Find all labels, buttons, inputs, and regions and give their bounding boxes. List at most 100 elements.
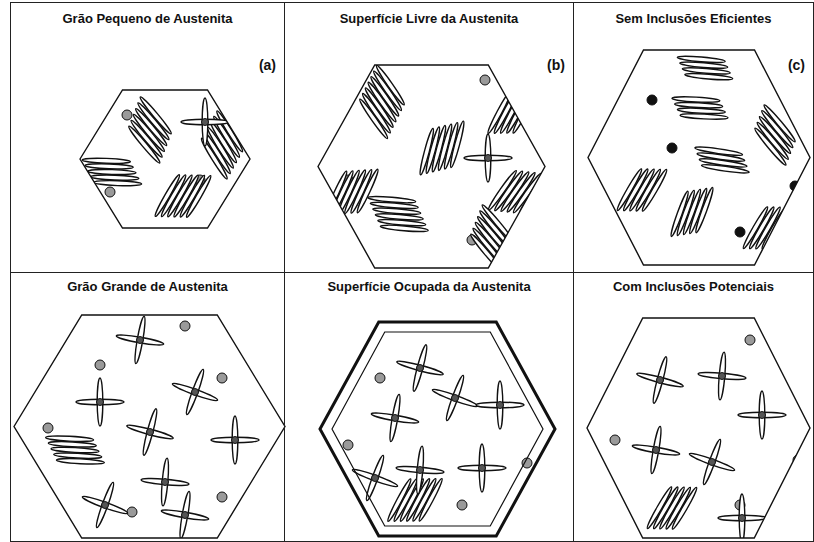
- panel-heading: Grão Pequeno de Austenita: [11, 11, 284, 27]
- nucleating-inclusion: [759, 412, 766, 419]
- inclusion-particle: [217, 492, 227, 502]
- bainite-plate: [766, 206, 794, 250]
- grain-boundary-layer: [332, 332, 543, 526]
- ferrite-needle: [717, 352, 727, 400]
- nucleating-inclusion: [719, 373, 726, 380]
- acicular-ferrite: [171, 368, 218, 415]
- ferrite-needle: [759, 391, 765, 439]
- acicular-ferrite: [141, 458, 189, 506]
- ferrite-needle: [411, 344, 429, 392]
- bainite-plate: [755, 121, 790, 161]
- panel-cell: Superfície Livre da Austenita(b): [284, 2, 574, 273]
- ferrite-needle: [464, 155, 512, 161]
- inclusion-particle: [610, 435, 620, 445]
- nucleating-inclusion: [739, 515, 746, 522]
- bainite-sheaf: [615, 168, 668, 213]
- inclusion-particle: [343, 440, 353, 450]
- bainite-plate: [129, 119, 164, 159]
- bainite-sheaf: [82, 158, 141, 187]
- panel-cell: Grão Pequeno de Austenita(a): [10, 2, 285, 273]
- ferrite-needle: [97, 378, 103, 426]
- nucleating-inclusion: [709, 459, 716, 466]
- austenite-grain: [80, 90, 250, 228]
- bainite-plate: [358, 98, 389, 140]
- bainite-plate: [88, 169, 136, 175]
- bainite-sheaf: [645, 486, 698, 531]
- bainite-plate: [685, 72, 733, 81]
- nucleating-inclusion: [162, 479, 169, 486]
- acicular-ferrite: [688, 438, 735, 485]
- bainite-plate: [91, 174, 139, 180]
- acicular-ferrite: [81, 481, 128, 528]
- inclusion-particle: [745, 335, 755, 345]
- ferrite-needle: [458, 465, 506, 471]
- bainite-sheaf: [418, 121, 466, 176]
- austenite-grain: [588, 50, 810, 265]
- grain-interior: [82, 95, 244, 218]
- bainite-sheaf: [368, 195, 429, 233]
- nucleating-inclusion: [202, 119, 209, 126]
- panel-heading: Sem Inclusões Eficientes: [574, 11, 813, 27]
- bainite-plate: [694, 187, 715, 234]
- bainite-plate: [82, 158, 130, 164]
- bainite-sheaf: [127, 95, 173, 164]
- inclusion-particle: [180, 321, 190, 331]
- bainite-plate: [449, 121, 466, 169]
- bainite-plate: [127, 125, 162, 165]
- acicular-ferrite: [76, 378, 124, 426]
- inclusion-particle: [105, 187, 115, 197]
- inclusion-particle: [667, 143, 677, 153]
- grain-panel: [14, 315, 285, 539]
- austenite-grain: [14, 315, 285, 538]
- bainite-plate: [680, 113, 728, 120]
- bainite-sheaf: [358, 64, 406, 140]
- ferrite-needle: [651, 356, 669, 404]
- ferrite-needle: [202, 98, 208, 146]
- panel-heading: Superfície Ocupada da Austenita: [285, 279, 573, 295]
- inclusion-particle: [647, 95, 657, 105]
- nucleating-inclusion: [137, 337, 144, 344]
- inclusion-particle: [127, 507, 137, 517]
- ferrite-needle: [141, 408, 159, 456]
- nucleating-inclusion: [497, 402, 504, 409]
- ferrite-needle: [479, 444, 485, 492]
- panel-heading: Grão Grande de Austenita: [11, 279, 284, 295]
- inclusion-particle: [375, 373, 385, 383]
- acicular-ferrite: [396, 446, 444, 494]
- inclusion-particle: [735, 227, 745, 237]
- nucleating-inclusion: [452, 395, 459, 402]
- acicular-ferrite: [718, 494, 766, 542]
- acicular-ferrite: [458, 444, 506, 492]
- acicular-ferrite: [431, 374, 478, 421]
- austenite-grain: [587, 318, 810, 538]
- inclusion-particle: [457, 500, 467, 510]
- nucleating-inclusion: [232, 437, 239, 444]
- ferrite-needle: [184, 368, 206, 415]
- bainite-sheaf: [45, 435, 104, 465]
- nucleating-inclusion: [147, 429, 154, 436]
- inclusion-particle: [480, 75, 490, 85]
- ferrite-needle: [141, 477, 189, 487]
- bainite-plate: [56, 458, 104, 465]
- bainite-sheaf: [741, 206, 794, 251]
- nucleating-inclusion: [485, 155, 492, 162]
- austenite-grain: [318, 65, 545, 268]
- ferrite-needle: [181, 119, 229, 125]
- nucleating-inclusion: [653, 447, 660, 454]
- bainite-plate: [753, 127, 788, 167]
- grain-panel: [588, 50, 810, 265]
- inclusion-particle: [122, 110, 132, 120]
- ferrite-needle: [232, 416, 238, 464]
- ferrite-needle: [701, 438, 723, 485]
- ferrite-needle: [388, 394, 402, 442]
- acicular-ferrite: [738, 391, 786, 439]
- panel-cell: Grão Grande de Austenita: [10, 272, 285, 542]
- panel-heading: Com Inclusões Potenciais: [574, 279, 813, 295]
- acicular-ferrite: [116, 316, 164, 364]
- nucleating-inclusion: [417, 365, 424, 372]
- ferrite-needle: [133, 316, 147, 364]
- ferrite-needle: [698, 371, 746, 381]
- grain-interior: [43, 316, 259, 539]
